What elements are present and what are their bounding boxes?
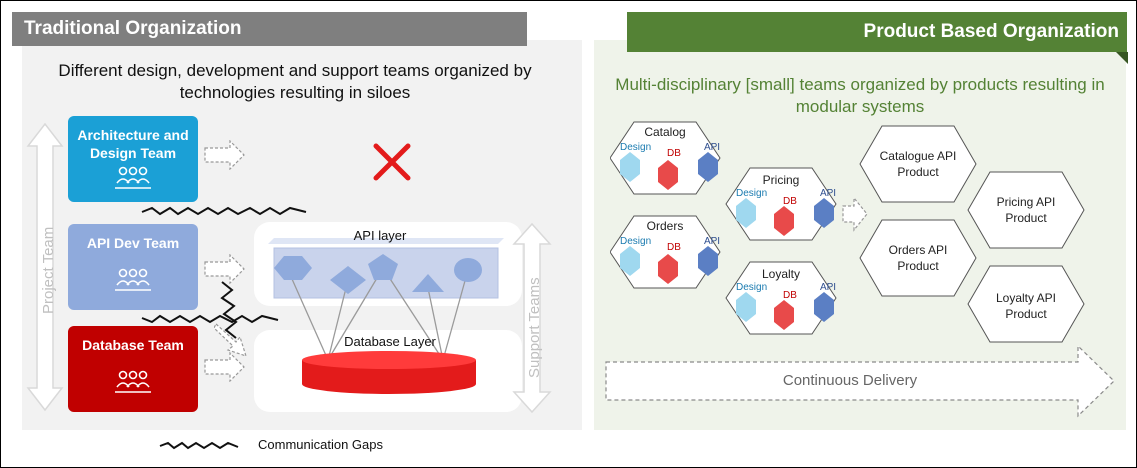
orders-api-product: Orders API Product — [888, 243, 948, 273]
banner-fold — [1116, 52, 1128, 64]
pricing-roles — [736, 198, 834, 236]
pricing-db-label: DB — [783, 196, 797, 207]
team-people-icon — [115, 268, 151, 291]
traditional-title: Traditional Organization — [24, 18, 242, 39]
handoff-arrow-icon — [204, 254, 245, 284]
continuous-delivery-label: Continuous Delivery — [782, 372, 918, 389]
team-hexagons — [610, 121, 837, 335]
api-dev-team: API Dev Team — [68, 224, 198, 310]
catalog-design-label: Design — [620, 142, 652, 153]
database-cylinder — [302, 351, 476, 394]
api-dev-team-label: API Dev Team — [86, 235, 180, 251]
traditional-subtitle: Different design, development and suppor… — [58, 61, 532, 102]
orders-roles — [620, 246, 718, 284]
catalog-team-label: Catalog — [644, 125, 686, 139]
communication-gap-squiggle — [220, 281, 238, 339]
team-people-icon — [115, 166, 151, 189]
communication-gap-legend-icon — [159, 441, 239, 450]
loyalty-api-label: API — [819, 282, 837, 293]
support-teams-label: Support Teams — [526, 277, 543, 378]
pricing-api-product: Pricing API Product — [996, 195, 1056, 225]
catalog-roles — [620, 152, 718, 190]
project-team-arrow — [26, 122, 64, 412]
continuous-delivery-arrow — [605, 344, 1115, 418]
api-components — [274, 254, 482, 361]
product-hexagons — [859, 125, 1085, 343]
orders-db-label: DB — [667, 242, 681, 253]
architecture-design-team-label: Architecture and Design Team — [77, 127, 189, 161]
catalog-db-label: DB — [667, 148, 681, 159]
communication-gap-legend-label: Communication Gaps — [258, 437, 383, 452]
pricing-api-label: API — [819, 188, 837, 199]
team-people-icon — [115, 370, 151, 393]
api-layer-label: API layer — [353, 228, 407, 243]
database-layer-label: Database Layer — [344, 334, 436, 349]
orders-design-label: Design — [620, 236, 652, 247]
product-banner: Product Based Organization — [627, 12, 1127, 52]
loyalty-db-label: DB — [783, 290, 797, 301]
database-team: Database Team — [68, 326, 198, 412]
to-products-arrow-icon — [842, 196, 868, 232]
catalog-api-label: API — [703, 142, 721, 153]
pricing-design-label-visible: Design — [736, 188, 768, 199]
loyalty-team-label: Loyalty — [761, 267, 801, 281]
orders-team-label: Orders — [646, 219, 684, 233]
loyalty-design-label: Design — [736, 282, 768, 293]
orders-api-label: API — [703, 236, 721, 247]
product-subtitle: Multi-disciplinary [small] teams organiz… — [615, 75, 1105, 116]
database-team-label: Database Team — [82, 337, 184, 353]
project-team-label: Project Team — [40, 226, 57, 314]
handoff-arrow-icon — [204, 352, 245, 382]
pricing-team-label: Pricing — [762, 173, 800, 187]
catalogue-api-product: Catalogue API Product — [879, 149, 957, 179]
handoff-arrow-icon — [214, 323, 247, 357]
support-teams-arrow — [512, 222, 552, 414]
architecture-design-team: Architecture and Design Team — [68, 116, 198, 202]
communication-gap-squiggle — [141, 206, 307, 216]
loyalty-roles — [736, 292, 834, 330]
communication-gap-squiggle — [141, 314, 279, 324]
red-cross-icon — [373, 143, 411, 181]
product-title: Product Based Organization — [863, 21, 1119, 42]
handoff-arrow-icon — [204, 140, 245, 170]
traditional-banner: Traditional Organization — [12, 12, 527, 46]
loyalty-api-product: Loyalty API Product — [995, 291, 1057, 321]
